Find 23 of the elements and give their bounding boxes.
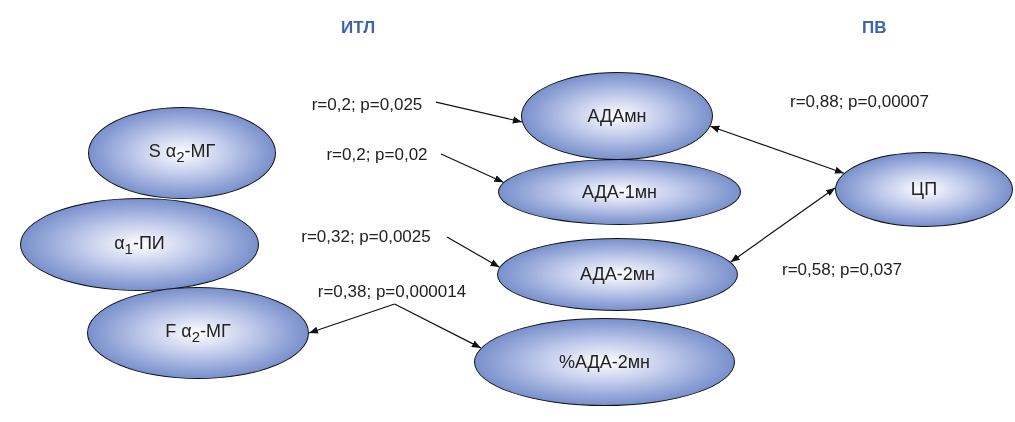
node-label: F α$_{2}$-МГ — [165, 321, 231, 345]
edge-label: r=0,58; p=0,037 — [780, 260, 905, 280]
arrow — [393, 303, 482, 349]
node-label: S α$_{2}$-МГ — [148, 141, 216, 165]
node-label: %АДА-2мн — [558, 351, 651, 373]
arrow — [709, 125, 845, 174]
arrow — [435, 101, 523, 124]
arrow — [308, 303, 396, 334]
arrow — [446, 236, 501, 268]
column-heading: ИТЛ — [341, 18, 376, 38]
correlation-text: r=0,32; p=0,0025 — [285, 225, 447, 249]
edge-label: r=0,88; p=0,00007 — [788, 92, 931, 112]
node-label: ЦП — [910, 179, 938, 200]
column-heading: ПВ — [862, 18, 887, 38]
node-label: АДАмн — [587, 105, 647, 127]
node-label: АДА-1мн — [581, 181, 658, 203]
correlation-text: r=0,2; p=0,02 — [313, 143, 441, 167]
node-label: АДА-2мн — [579, 264, 656, 285]
arrow — [440, 153, 504, 183]
arrow — [730, 187, 836, 263]
correlation-text: r=0,38; p=0,000014 — [300, 280, 484, 304]
node-label: α$_{1}$-ПИ — [114, 232, 165, 257]
correlation-text: r=0,2; p=0,025 — [298, 93, 436, 117]
